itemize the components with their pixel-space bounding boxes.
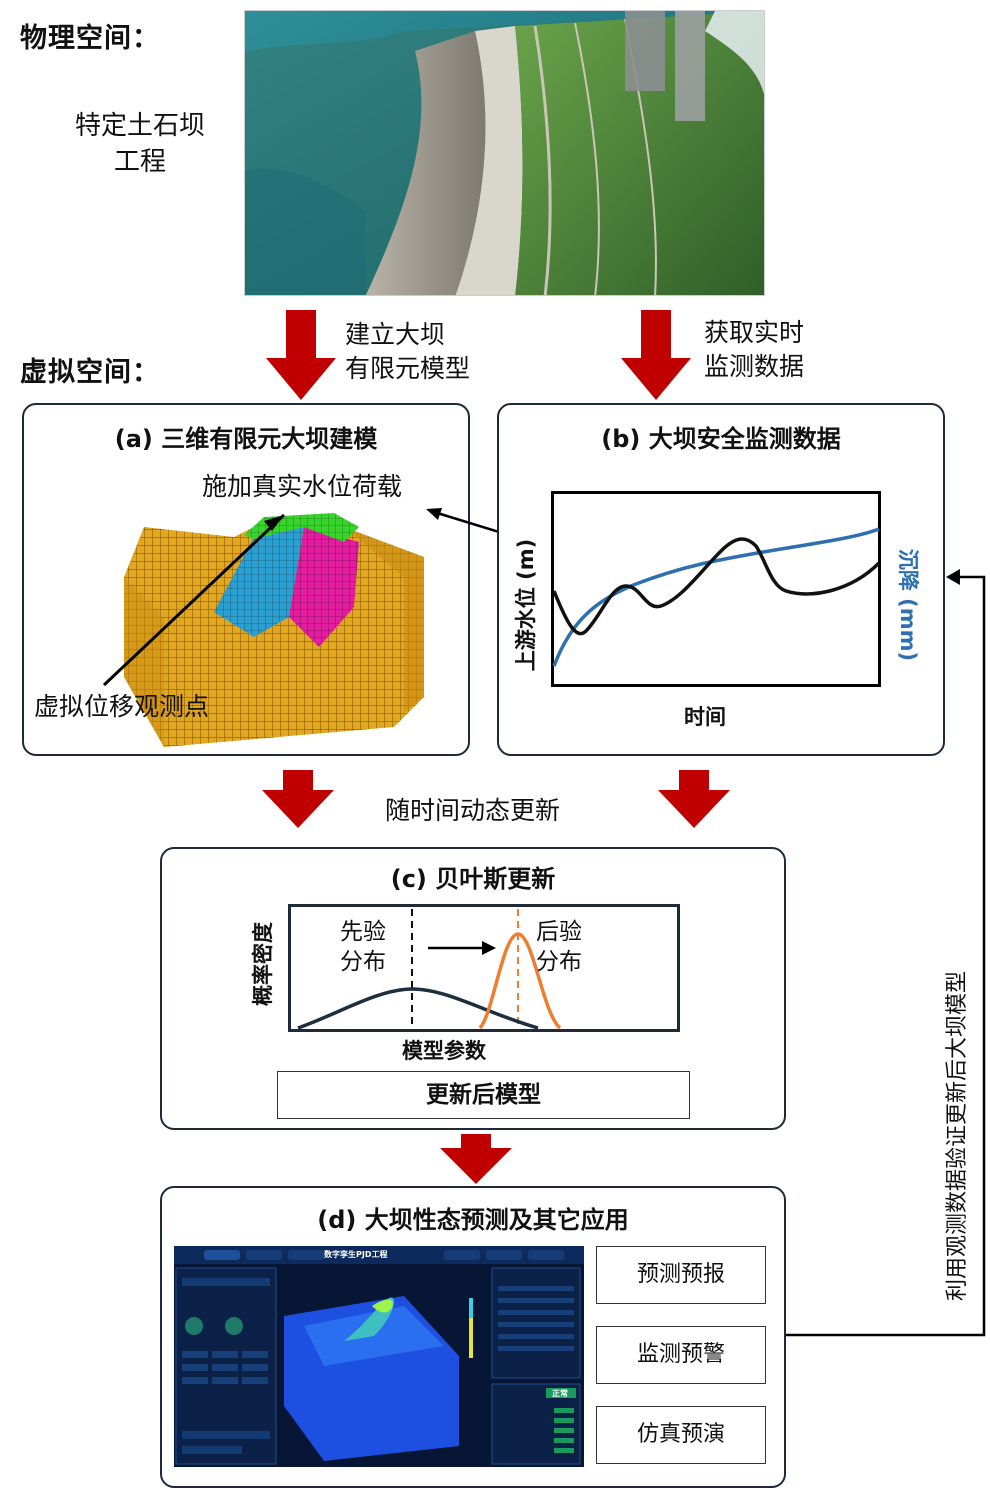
get-data-line2: 监测数据 bbox=[704, 352, 805, 381]
panel-a-title: (a) 三维有限元大坝建模 bbox=[114, 425, 378, 453]
panel-bayesian-update: (c) 贝叶斯更新 先验 分布 后验 分布 概率密度 模型参数 更新后模型 bbox=[160, 847, 786, 1130]
get-data-line1: 获取实时 bbox=[704, 318, 805, 347]
updated-model-box: 更新后模型 bbox=[277, 1071, 690, 1119]
app-forecast: 预测预报 bbox=[596, 1246, 766, 1304]
observation-point-arrow bbox=[102, 513, 286, 687]
fe-dam-mesh bbox=[124, 513, 424, 747]
project-name-line2: 工程 bbox=[113, 147, 166, 177]
dynamic-update-label: 随时间动态更新 bbox=[385, 796, 561, 825]
probability-density-label: 概率密度 bbox=[251, 922, 275, 1006]
panel-d-title: (d) 大坝性态预测及其它应用 bbox=[317, 1206, 629, 1234]
observation-point-label: 虚拟位移观测点 bbox=[34, 692, 210, 721]
panel-c-title: (c) 贝叶斯更新 bbox=[390, 865, 556, 893]
prior-label: 先验 分布 bbox=[340, 919, 386, 975]
panel-fe-model: (a) 三维有限元大坝建模 施加真实水位荷载 bbox=[22, 403, 470, 756]
verification-label-wrap: 利用观测数据验证更新后大坝模型 bbox=[935, 930, 975, 1350]
build-model-label: 建立大坝 有限元模型 bbox=[345, 318, 470, 386]
settlement-curve bbox=[552, 527, 880, 667]
project-name-line1: 特定土石坝 bbox=[74, 111, 205, 141]
build-model-arrow bbox=[266, 310, 336, 400]
verification-loop-arrow bbox=[786, 569, 986, 1337]
build-model-line2: 有限元模型 bbox=[345, 354, 471, 383]
physical-space-label: 物理空间： bbox=[20, 23, 160, 54]
panel-b-title: (b) 大坝安全监测数据 bbox=[601, 425, 841, 453]
to-prediction-arrow bbox=[440, 1134, 512, 1184]
dashboard-illustration bbox=[174, 1246, 584, 1467]
prior-curve bbox=[297, 987, 539, 1030]
build-model-line1: 建立大坝 bbox=[345, 320, 446, 349]
distribution-chart bbox=[288, 904, 680, 1032]
posterior-label: 后验 分布 bbox=[536, 919, 582, 975]
water-level-axis-label: 上游水位 (m) bbox=[514, 538, 538, 672]
water-level-curve bbox=[552, 537, 881, 636]
digital-twin-dashboard: 数字孪生PJD工程 正常 bbox=[174, 1246, 584, 1467]
verification-label: 利用观测数据验证更新后大坝模型 bbox=[945, 971, 970, 1302]
update-arrow-left bbox=[262, 770, 334, 828]
monitoring-chart bbox=[551, 491, 881, 687]
dam-photo bbox=[244, 10, 765, 296]
dashboard-status: 正常 bbox=[552, 1389, 568, 1398]
app-simulation: 仿真预演 bbox=[596, 1406, 766, 1464]
dashboard-title: 数字孪生PJD工程 bbox=[324, 1250, 388, 1259]
get-data-arrow bbox=[621, 310, 691, 400]
get-data-label: 获取实时 监测数据 bbox=[704, 316, 804, 384]
time-axis-label: 时间 bbox=[684, 705, 726, 729]
posterior-curve bbox=[478, 932, 562, 1030]
update-arrow-right bbox=[658, 770, 730, 828]
panel-monitoring-data: (b) 大坝安全监测数据 上游水位 (m) 沉降 (mm) 时间 bbox=[497, 403, 945, 756]
app-warning: 监测预警 bbox=[596, 1326, 766, 1384]
load-label: 施加真实水位荷载 bbox=[202, 472, 403, 501]
project-name: 特定土石坝 工程 bbox=[55, 108, 225, 180]
model-parameter-label: 模型参数 bbox=[402, 1039, 486, 1063]
dam-photo-illustration bbox=[245, 11, 764, 295]
virtual-space-label: 虚拟空间： bbox=[20, 357, 160, 388]
